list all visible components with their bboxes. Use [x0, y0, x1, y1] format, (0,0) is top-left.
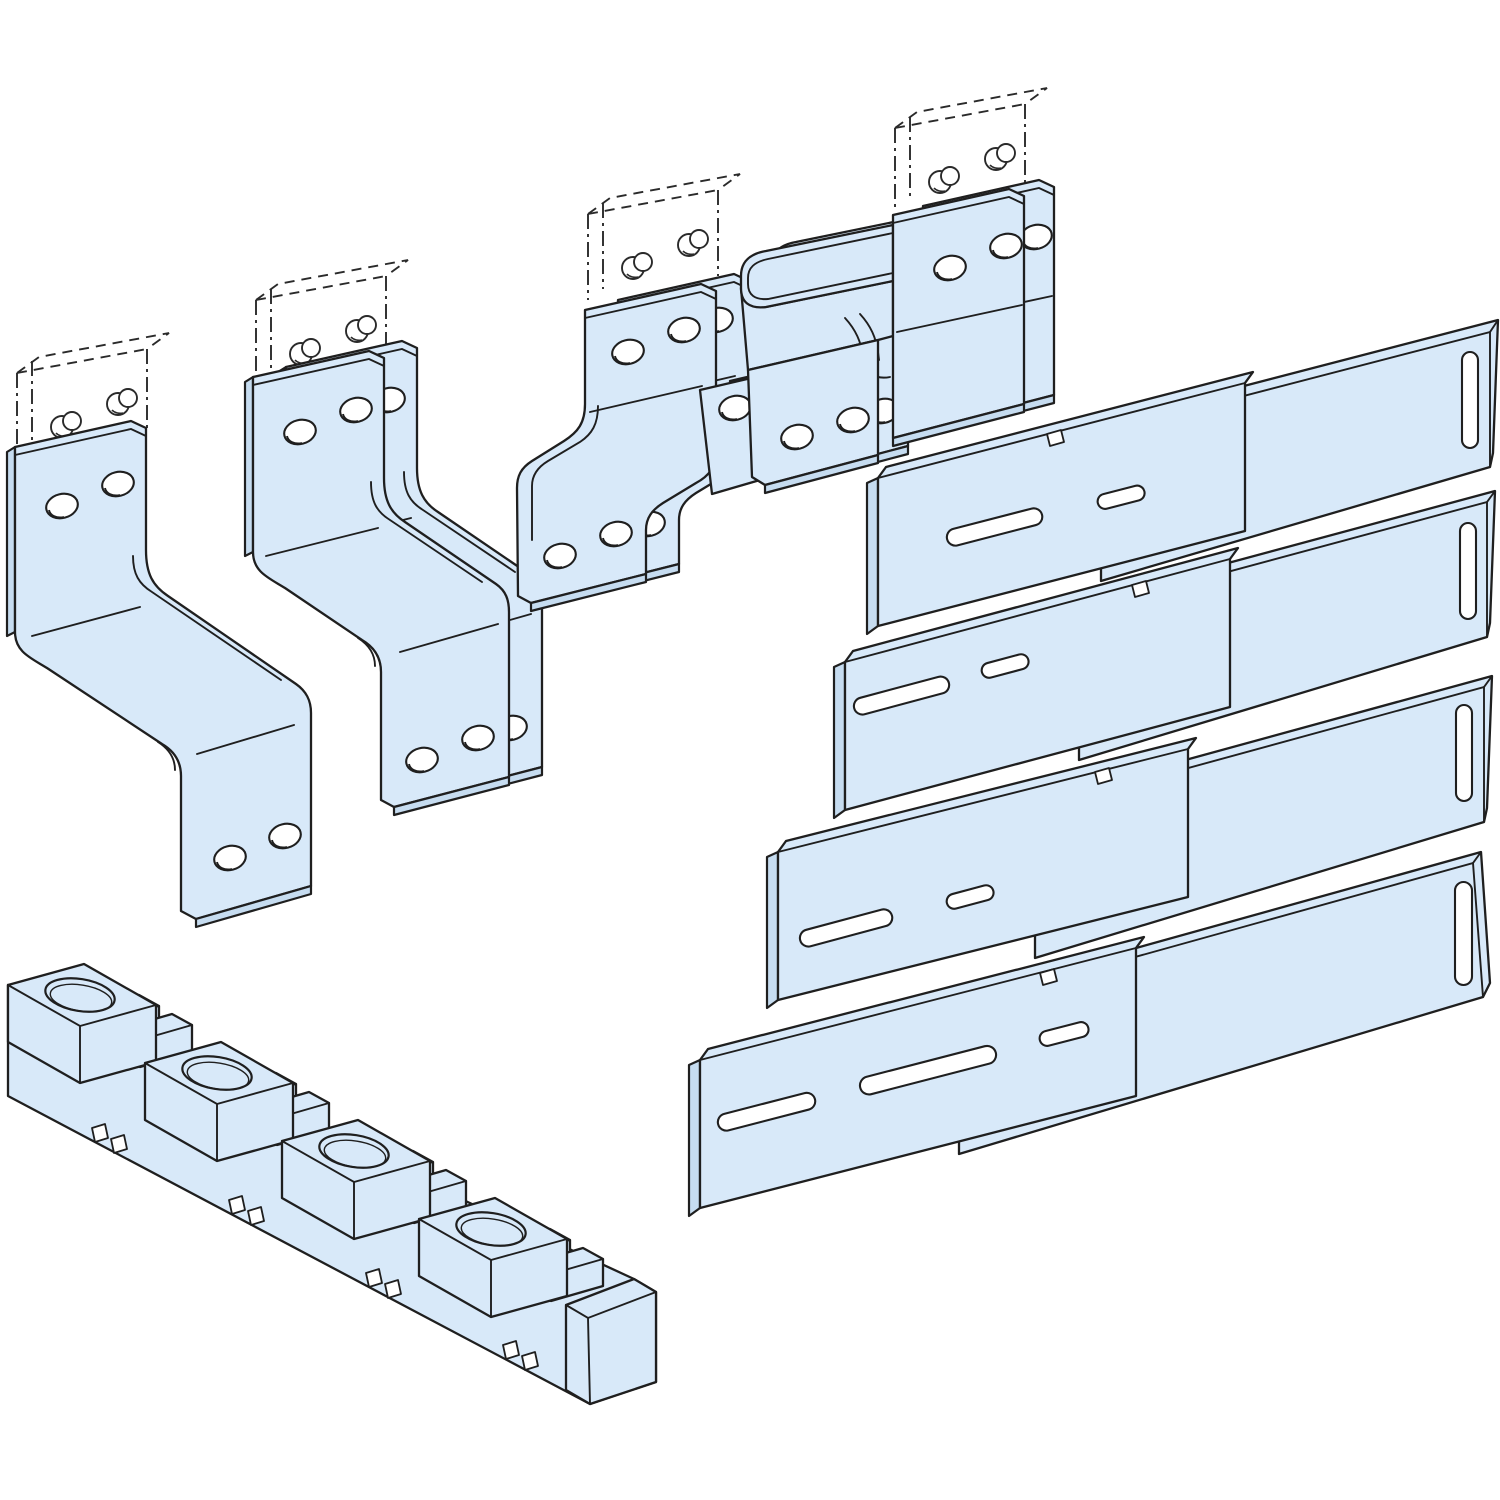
- comb-block-4: [417, 1196, 569, 1319]
- phantom-pad-3: [587, 173, 741, 300]
- z-link-1: [5, 419, 313, 929]
- phantom-pad-4: [894, 87, 1048, 212]
- linking-bar-1: [865, 318, 1500, 636]
- phantom-pad-1: [16, 332, 170, 453]
- support-comb: [6, 962, 658, 1406]
- linking-bar-4: [687, 850, 1492, 1218]
- linking-bar-3: [765, 674, 1494, 1010]
- comb-block-2: [143, 1040, 295, 1163]
- comb-end-block: [564, 1277, 658, 1406]
- comb-block-3: [280, 1118, 432, 1241]
- linking-bar-2: [832, 489, 1497, 820]
